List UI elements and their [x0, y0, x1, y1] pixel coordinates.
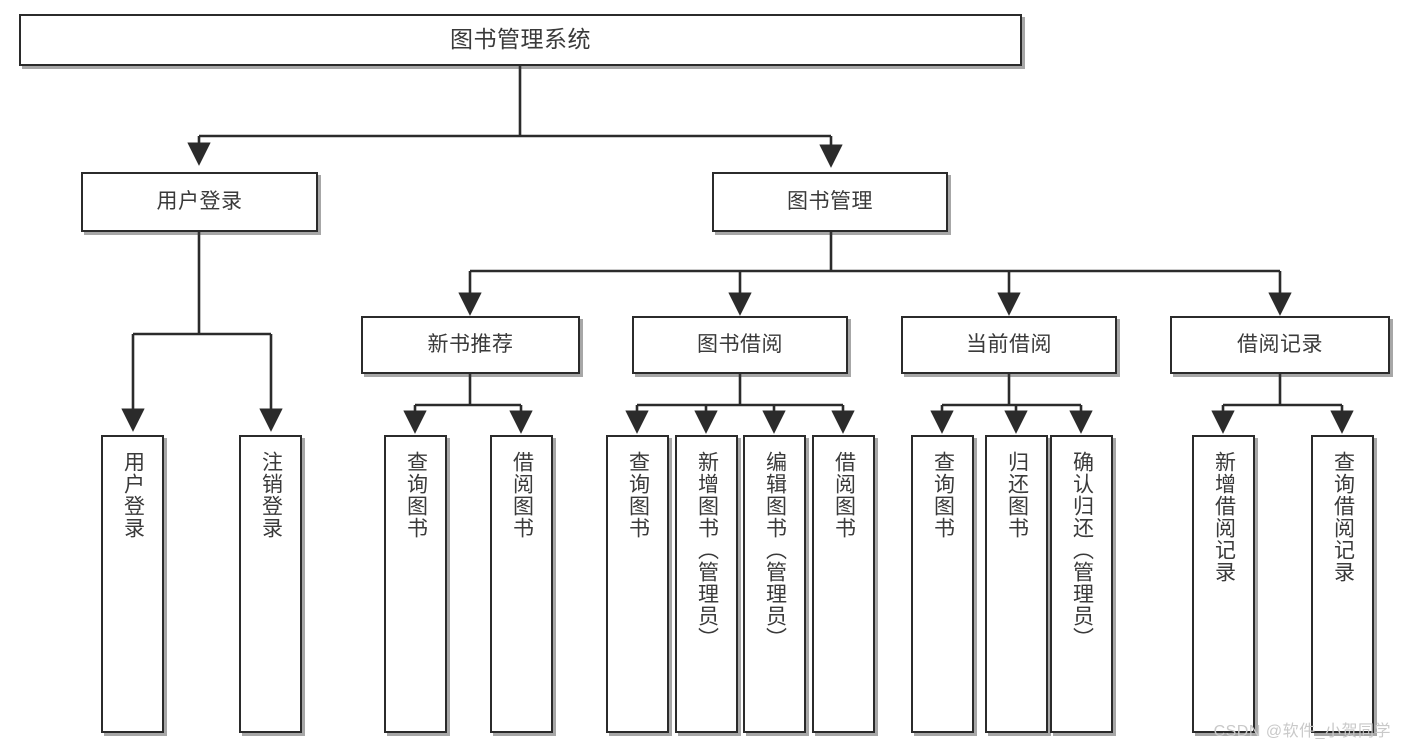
node-label: 用户登录 — [121, 451, 145, 539]
leaf-query-book-recommend[interactable]: 查询图书 — [384, 435, 447, 733]
node-label: 图书借阅 — [697, 332, 783, 356]
node-label: 注销登录 — [259, 451, 283, 539]
leaf-add-book-admin[interactable]: 新增图书（管理员） — [675, 435, 738, 733]
node-user-login[interactable]: 用户登录 — [81, 172, 318, 232]
leaf-query-borrow-record[interactable]: 查询借阅记录 — [1311, 435, 1374, 733]
node-label: 借阅记录 — [1237, 332, 1323, 356]
leaf-return-book[interactable]: 归还图书 — [985, 435, 1048, 733]
leaf-logout[interactable]: 注销登录 — [239, 435, 302, 733]
node-label: 新增借阅记录 — [1212, 451, 1236, 583]
leaf-query-book-current[interactable]: 查询图书 — [911, 435, 974, 733]
node-label: 图书管理 — [787, 189, 873, 213]
node-label: 图书管理系统 — [450, 26, 591, 53]
node-book-management-system[interactable]: 图书管理系统 — [19, 14, 1022, 66]
node-new-book-recommend[interactable]: 新书推荐 — [361, 316, 580, 374]
leaf-lend-book[interactable]: 借阅图书 — [812, 435, 875, 733]
leaf-user-login[interactable]: 用户登录 — [101, 435, 164, 733]
leaf-query-book-borrow[interactable]: 查询图书 — [606, 435, 669, 733]
node-label: 确认归还（管理员） — [1070, 451, 1094, 649]
node-book-management[interactable]: 图书管理 — [712, 172, 948, 232]
node-book-borrow[interactable]: 图书借阅 — [632, 316, 848, 374]
node-borrow-records[interactable]: 借阅记录 — [1170, 316, 1390, 374]
node-label: 查询图书 — [931, 451, 955, 539]
leaf-add-borrow-record[interactable]: 新增借阅记录 — [1192, 435, 1255, 733]
node-label: 归还图书 — [1005, 451, 1029, 539]
node-current-borrow[interactable]: 当前借阅 — [901, 316, 1117, 374]
node-label: 借阅图书 — [832, 451, 856, 539]
node-label: 新书推荐 — [427, 332, 514, 356]
csdn-watermark: CSDN @软件_小贺同学 — [1213, 723, 1391, 740]
leaf-borrow-book-recommend[interactable]: 借阅图书 — [490, 435, 553, 733]
node-label: 编辑图书（管理员） — [763, 451, 787, 649]
leaf-confirm-return-admin[interactable]: 确认归还（管理员） — [1050, 435, 1113, 733]
node-label: 当前借阅 — [966, 332, 1052, 356]
node-label: 用户登录 — [156, 189, 243, 213]
node-label: 查询借阅记录 — [1331, 451, 1355, 583]
node-label: 借阅图书 — [510, 451, 534, 539]
node-label: 查询图书 — [626, 451, 650, 539]
node-label: 查询图书 — [404, 451, 428, 539]
leaf-edit-book-admin[interactable]: 编辑图书（管理员） — [743, 435, 806, 733]
node-label: 新增图书（管理员） — [695, 451, 719, 649]
